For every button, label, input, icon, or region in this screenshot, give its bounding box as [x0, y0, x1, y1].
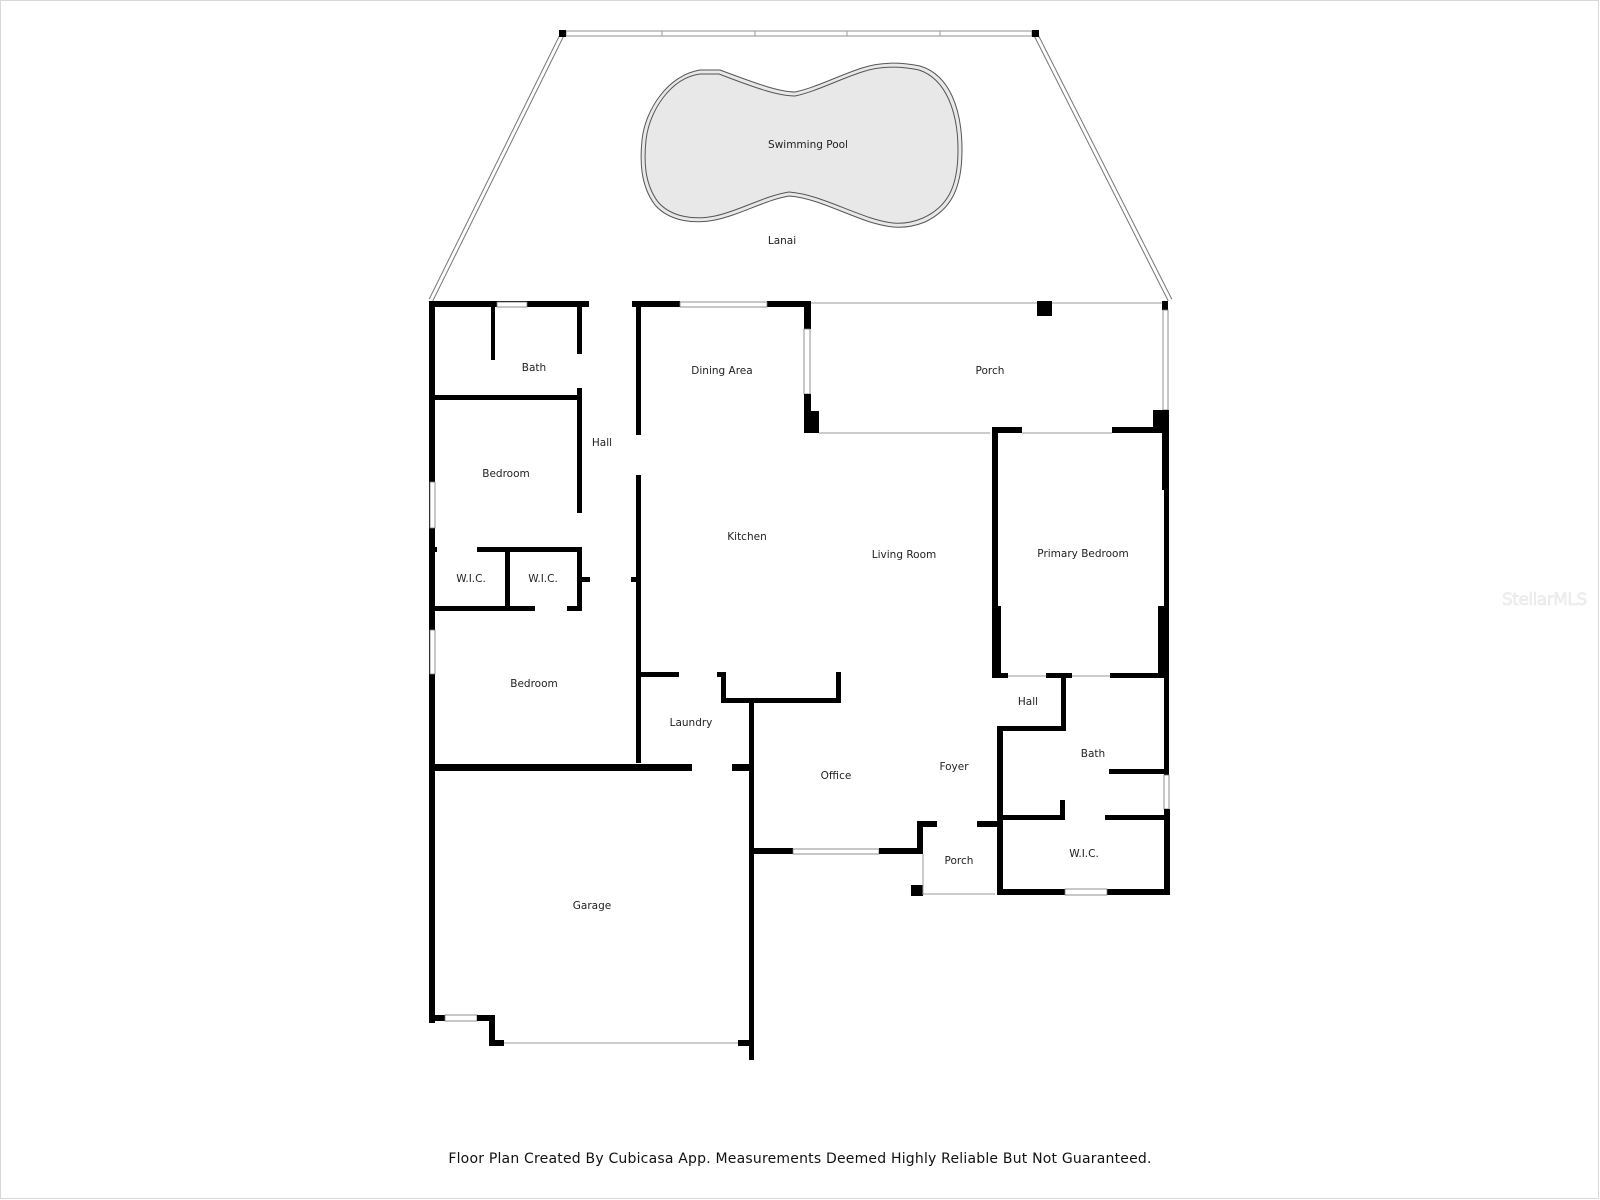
room-label-primary-bedroom: Primary Bedroom	[1037, 548, 1128, 560]
walls	[429, 301, 1170, 1060]
room-label-wic-left-2: W.I.C.	[528, 573, 558, 585]
room-label-porch-front: Porch	[945, 855, 974, 867]
room-label-bath-left: Bath	[522, 362, 546, 374]
room-label-bedroom-upper: Bedroom	[482, 468, 530, 480]
room-label-laundry: Laundry	[670, 717, 713, 729]
room-label-bath-right: Bath	[1081, 748, 1105, 760]
footer-disclaimer: Floor Plan Created By Cubicasa App. Meas…	[448, 1151, 1152, 1167]
room-label-hall-left: Hall	[592, 437, 612, 449]
room-label-dining-area: Dining Area	[691, 365, 752, 377]
room-label-bedroom-lower: Bedroom	[510, 678, 558, 690]
room-label-lanai: Lanai	[768, 235, 796, 247]
room-label-foyer: Foyer	[939, 761, 969, 773]
room-label-garage: Garage	[573, 900, 611, 912]
room-label-wic-right: W.I.C.	[1069, 848, 1099, 860]
room-labels: Swimming Pool Lanai Bath Hall Dining Are…	[456, 139, 1129, 912]
room-label-swimming-pool: Swimming Pool	[768, 139, 848, 151]
room-label-kitchen: Kitchen	[727, 531, 766, 543]
room-label-living-room: Living Room	[872, 549, 936, 561]
room-label-hall-right: Hall	[1018, 696, 1038, 708]
watermark-logo: StellarMLS	[1502, 590, 1588, 611]
room-label-porch-rear: Porch	[976, 365, 1005, 377]
room-label-wic-left-1: W.I.C.	[456, 573, 486, 585]
swimming-pool	[640, 62, 963, 228]
room-label-office: Office	[821, 770, 852, 782]
